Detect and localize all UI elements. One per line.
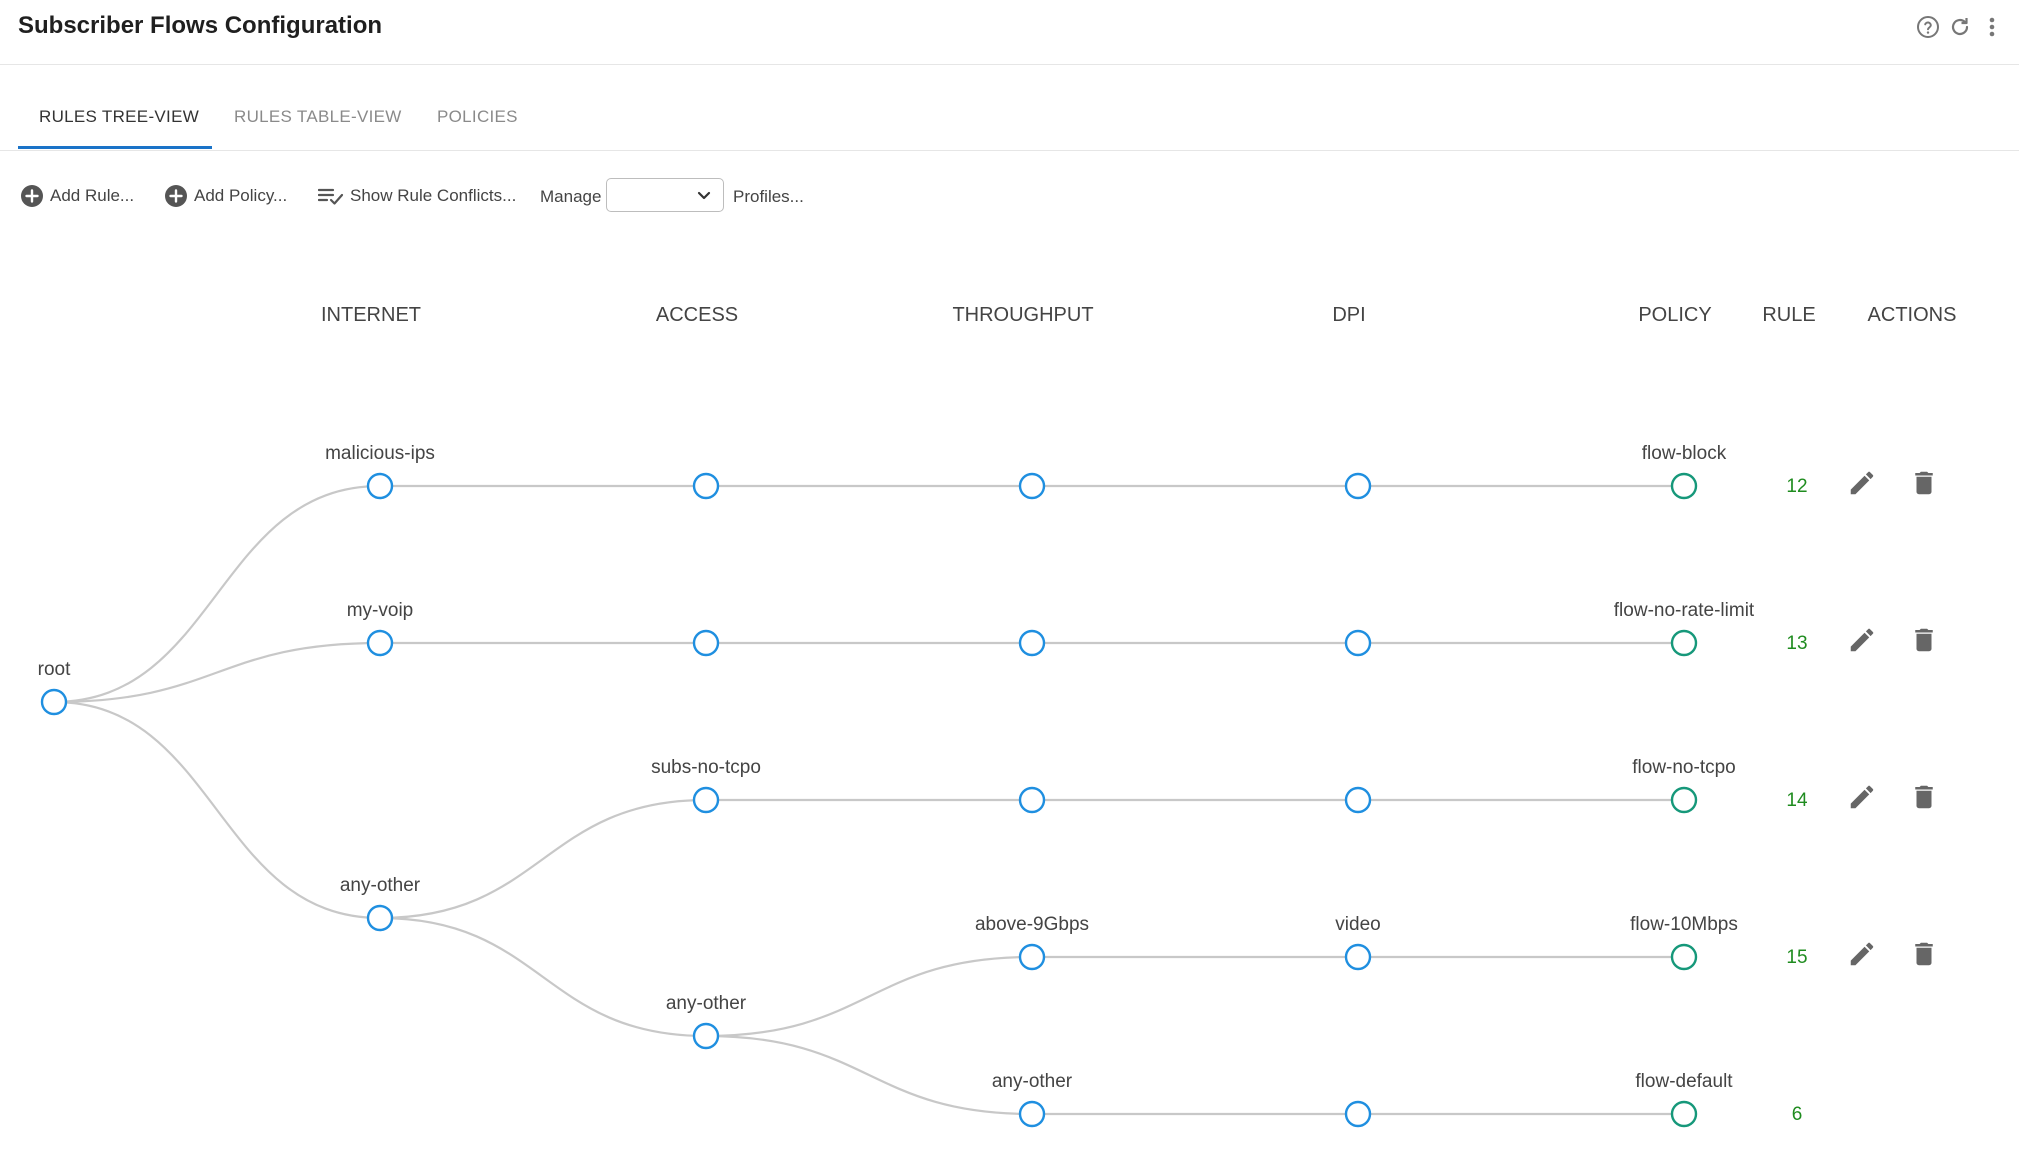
pencil-icon[interactable] — [1847, 939, 1877, 969]
root-label: root — [38, 659, 71, 680]
active-tab-indicator — [18, 146, 212, 149]
edge-access-to-throughput — [705, 955, 1033, 1038]
column-header-access: ACCESS — [655, 304, 739, 326]
tree-node-access[interactable] — [692, 472, 720, 500]
add-rule-label: Add Rule... — [50, 186, 135, 205]
profile-select[interactable] — [606, 178, 724, 212]
node-label-internet: malicious-ips — [325, 443, 435, 464]
edge-internet-to-access — [379, 916, 707, 1038]
column-header-internet: INTERNET — [321, 304, 421, 326]
root-node[interactable] — [40, 688, 68, 716]
node-label-dpi: video — [1335, 914, 1380, 935]
add-policy-button[interactable]: Add Policy... — [164, 184, 287, 208]
node-label-policy: flow-default — [1635, 1071, 1733, 1092]
chevron-down-icon — [697, 191, 711, 200]
tree-node-internet[interactable] — [366, 904, 394, 932]
tree-node-internet[interactable] — [366, 629, 394, 657]
tree-node-dpi[interactable] — [1344, 786, 1372, 814]
rule-number: 13 — [1786, 633, 1807, 654]
tab-policies[interactable]: POLICIES — [437, 107, 518, 126]
tree-node-policy[interactable] — [1670, 786, 1698, 814]
tree-node-internet[interactable] — [366, 472, 394, 500]
node-label-internet: my-voip — [347, 600, 414, 621]
tree-node-throughput[interactable] — [1018, 943, 1046, 971]
tree-node-policy[interactable] — [1670, 943, 1698, 971]
tree-node-throughput[interactable] — [1018, 629, 1046, 657]
edge-root-to-internet — [53, 641, 381, 704]
trash-icon[interactable] — [1909, 939, 1939, 969]
more-vertical-icon[interactable] — [1979, 14, 2005, 40]
node-label-throughput: any-other — [992, 1071, 1073, 1092]
pencil-icon[interactable] — [1847, 468, 1877, 498]
node-label-policy: flow-no-rate-limit — [1614, 600, 1755, 621]
profiles-label: Profiles... — [733, 187, 804, 206]
manage-label: Manage — [540, 187, 602, 206]
add-policy-label: Add Policy... — [194, 186, 288, 205]
column-header-actions: ACTIONS — [1867, 304, 1957, 326]
node-label-access: any-other — [666, 993, 747, 1014]
node-label-throughput: above-9Gbps — [975, 914, 1089, 935]
tree-node-access[interactable] — [692, 786, 720, 814]
pencil-icon[interactable] — [1847, 625, 1877, 655]
column-header-rule: RULE — [1762, 304, 1816, 326]
node-label-internet: any-other — [340, 875, 421, 896]
column-header-dpi: DPI — [1332, 304, 1366, 326]
toolbar: Add Rule... Add Policy... Show Rule Conf… — [0, 178, 2019, 216]
help-circle-icon[interactable] — [1915, 14, 1941, 40]
plus-circle-icon — [165, 185, 187, 207]
show-rule-conflicts-label: Show Rule Conflicts... — [350, 186, 517, 205]
rule-number: 14 — [1786, 790, 1808, 811]
rule-number: 6 — [1792, 1104, 1803, 1125]
rule-number: 12 — [1786, 476, 1807, 497]
add-rule-button[interactable]: Add Rule... — [20, 184, 134, 208]
tree-node-policy[interactable] — [1670, 1100, 1698, 1128]
header-actions — [1915, 14, 2005, 40]
tree-node-dpi[interactable] — [1344, 472, 1372, 500]
show-rule-conflicts-button[interactable]: Show Rule Conflicts... — [318, 184, 516, 208]
pencil-icon[interactable] — [1847, 782, 1877, 812]
tab-rules-table-view[interactable]: RULES TABLE-VIEW — [234, 107, 402, 126]
node-label-policy: flow-no-tcpo — [1632, 757, 1736, 778]
node-label-policy: flow-10Mbps — [1630, 914, 1738, 935]
column-header-policy: POLICY — [1638, 304, 1712, 326]
tree-node-throughput[interactable] — [1018, 1100, 1046, 1128]
tree-node-access[interactable] — [692, 1022, 720, 1050]
node-label-access: subs-no-tcpo — [651, 757, 761, 778]
tree-node-access[interactable] — [692, 629, 720, 657]
tree-node-dpi[interactable] — [1344, 629, 1372, 657]
tree-node-dpi[interactable] — [1344, 943, 1372, 971]
refresh-icon[interactable] — [1947, 14, 1973, 40]
tree-node-dpi[interactable] — [1344, 1100, 1372, 1128]
tab-rules-tree-view[interactable]: RULES TREE-VIEW — [39, 107, 200, 126]
tree-node-policy[interactable] — [1670, 472, 1698, 500]
tree-node-throughput[interactable] — [1018, 786, 1046, 814]
page-title: Subscriber Flows Configuration — [18, 12, 383, 39]
edge-access-to-throughput — [705, 1034, 1033, 1116]
node-label-policy: flow-block — [1642, 443, 1727, 464]
rule-number: 15 — [1786, 947, 1807, 968]
edge-root-to-internet — [53, 484, 381, 704]
column-header-throughput: THROUGHPUT — [952, 304, 1094, 326]
edge-internet-to-access — [379, 798, 707, 920]
tree-node-throughput[interactable] — [1018, 472, 1046, 500]
tab-bar: RULES TREE-VIEW RULES TABLE-VIEW POLICIE… — [0, 65, 2019, 151]
playlist-check-icon — [318, 188, 344, 205]
trash-icon[interactable] — [1909, 625, 1939, 655]
trash-icon[interactable] — [1909, 782, 1939, 812]
tree-node-policy[interactable] — [1670, 629, 1698, 657]
trash-icon[interactable] — [1909, 468, 1939, 498]
edge-root-to-internet — [53, 700, 381, 920]
page-header: Subscriber Flows Configuration — [0, 0, 2019, 65]
plus-circle-icon — [21, 185, 43, 207]
